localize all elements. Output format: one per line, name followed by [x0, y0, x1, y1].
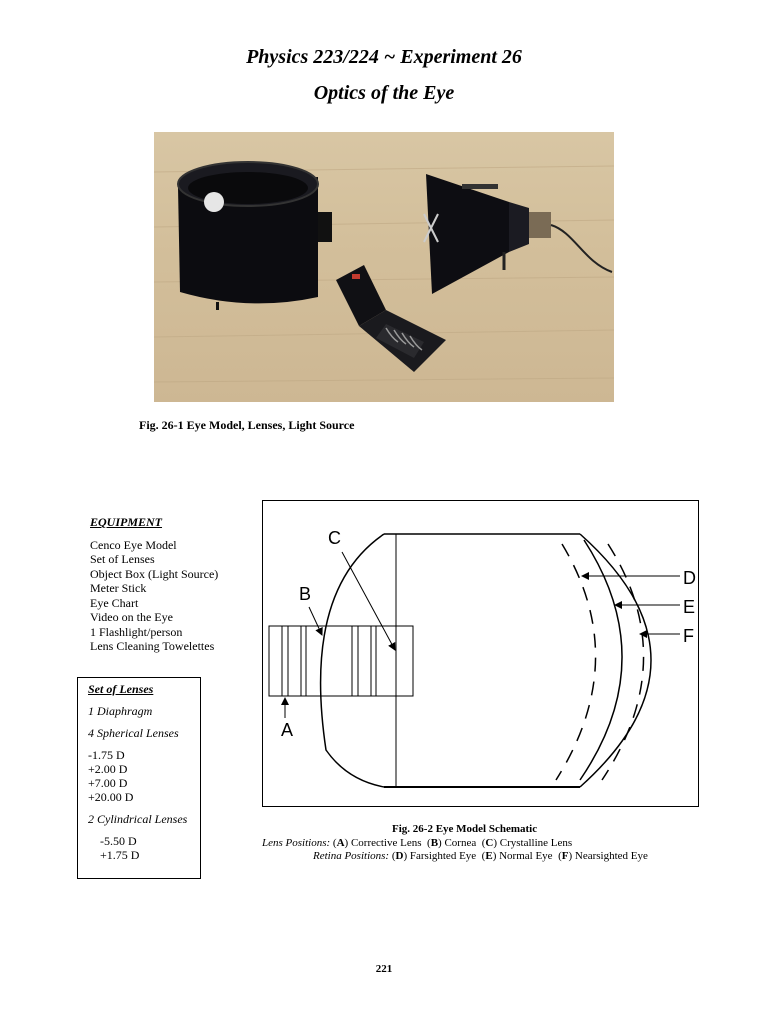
figure-1-caption: Fig. 26-1 Eye Model, Lenses, Light Sourc…	[139, 418, 355, 432]
list-item: Meter Stick	[90, 581, 147, 595]
page-title: Physics 223/224 ~ Experiment 26	[246, 46, 522, 68]
spherical-heading: 4 Spherical Lenses	[88, 726, 179, 740]
eye-model-cylinder	[177, 161, 332, 310]
spherical-list: -1.75 D +2.00 D +7.00 D +20.00 D	[88, 748, 200, 804]
light-source	[423, 174, 613, 294]
list-item: +20.00 D	[88, 790, 134, 804]
lens-set-box: Set of Lenses 1 Diaphragm 4 Spherical Le…	[77, 677, 201, 879]
list-item: Set of Lenses	[90, 552, 155, 566]
list-item: +1.75 D	[100, 848, 140, 862]
equipment-heading: EQUIPMENT	[90, 515, 163, 529]
retina-f-dashed-curve	[601, 543, 645, 781]
lens-set-heading: Set of Lenses	[88, 682, 154, 696]
list-item: Object Box (Light Source)	[90, 566, 219, 581]
eye-model-schematic: C B A D E F	[262, 500, 699, 807]
label-b: B	[299, 584, 311, 604]
list-item: +7.00 D	[88, 776, 128, 790]
label-f: F	[683, 626, 694, 646]
label-c: C	[328, 528, 341, 548]
label-d: D	[683, 568, 696, 588]
cylindrical-list: -5.50 D +1.75 D	[88, 834, 200, 862]
lens-positions-caption: Lens Positions: (A) Corrective Lens (B) …	[262, 837, 573, 849]
list-item: -5.50 D	[100, 834, 137, 848]
cornea-curve	[319, 533, 385, 788]
list-item: -1.75 D	[88, 748, 125, 762]
list-item: 1 Flashlight/person	[90, 624, 183, 639]
diaphragm-item: 1 Diaphragm	[88, 704, 153, 718]
retina-f-curve	[579, 533, 652, 788]
list-item: Cenco Eye Model	[90, 537, 177, 552]
list-item: Lens Cleaning Towelettes	[90, 639, 215, 653]
equipment-list: EQUIPMENT Cenco Eye Model Set of Lenses …	[90, 515, 218, 654]
list-item: Eye Chart	[90, 595, 139, 610]
list-item: Video on the Eye	[90, 610, 173, 624]
label-e: E	[683, 597, 695, 617]
figure-2-caption: Fig. 26-2 Eye Model Schematic	[392, 823, 538, 835]
retina-e-curve	[579, 539, 623, 781]
cylindrical-heading: 2 Cylindrical Lenses	[88, 812, 188, 826]
label-a: A	[281, 720, 293, 740]
page-number: 221	[375, 963, 393, 975]
lens-tube	[268, 625, 414, 697]
page-subtitle: Optics of the Eye	[313, 82, 455, 104]
retina-positions-caption: Retina Positions: (D) Farsighted Eye (E)…	[313, 850, 648, 862]
list-item: +2.00 D	[88, 762, 128, 776]
eye-model-photo	[154, 132, 614, 402]
lens-box	[336, 265, 446, 372]
retina-d-curve	[555, 543, 597, 781]
